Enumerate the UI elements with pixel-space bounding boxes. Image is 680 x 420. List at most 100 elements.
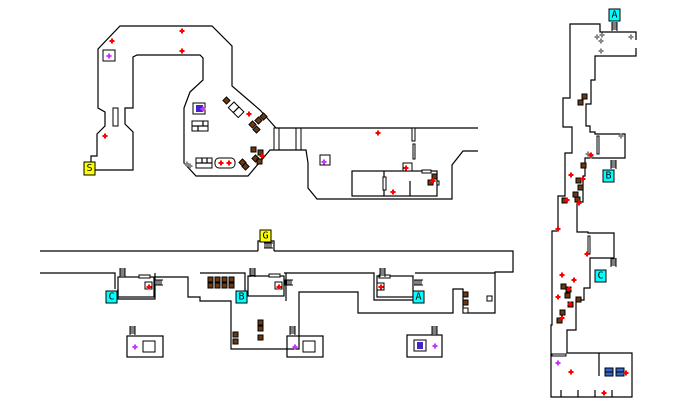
item-marker-icon[interactable] <box>200 106 206 112</box>
door[interactable] <box>436 180 440 186</box>
stairs-b-bottom-marker[interactable]: B <box>235 290 248 304</box>
item-marker-icon[interactable] <box>432 343 438 349</box>
door[interactable] <box>295 127 302 151</box>
enemy-marker-icon[interactable] <box>430 178 436 184</box>
ladder-icon[interactable] <box>249 268 256 277</box>
enemy-marker-icon[interactable] <box>403 165 409 171</box>
start-marker[interactable]: S <box>83 161 96 176</box>
enemy-marker-icon[interactable] <box>576 200 582 206</box>
item-box <box>486 295 493 302</box>
item-box <box>462 307 469 314</box>
ladder-icon[interactable] <box>414 279 423 286</box>
door[interactable] <box>268 273 281 278</box>
enemy-marker-icon[interactable] <box>390 189 396 195</box>
defeated-marker-icon[interactable] <box>598 48 604 54</box>
item-marker-icon[interactable] <box>132 344 138 350</box>
save-point-icon[interactable] <box>196 105 203 112</box>
enemy-marker-icon[interactable] <box>179 28 185 34</box>
crate-icon <box>214 276 221 283</box>
ladder-icon[interactable] <box>610 160 617 169</box>
enemy-marker-icon[interactable] <box>179 48 185 54</box>
goal-marker-label: G <box>262 231 268 242</box>
door[interactable] <box>421 169 432 174</box>
ladder-icon[interactable] <box>610 258 617 267</box>
ladder-icon[interactable] <box>611 22 618 31</box>
defeated-marker-icon[interactable] <box>594 34 600 40</box>
stairs-a-top-label: A <box>611 10 617 21</box>
enemy-marker-icon[interactable] <box>564 197 570 203</box>
crate-icon <box>252 125 261 134</box>
door[interactable] <box>587 235 591 255</box>
stairs-c-bottom-bg <box>105 290 118 304</box>
item-marker-icon[interactable] <box>555 360 561 366</box>
enemy-marker-icon[interactable] <box>568 369 574 375</box>
crate-icon <box>250 146 257 153</box>
enemy-marker-icon[interactable] <box>601 390 607 396</box>
door[interactable] <box>382 176 387 191</box>
crate-icon <box>222 96 231 105</box>
defeated-marker-icon[interactable] <box>598 38 604 44</box>
enemy-marker-icon[interactable] <box>218 160 224 166</box>
stairs-a-bottom-marker[interactable]: A <box>412 290 425 304</box>
enemy-marker-icon[interactable] <box>146 284 152 290</box>
enemy-marker-icon[interactable] <box>259 153 265 159</box>
enemy-marker-icon[interactable] <box>559 272 565 278</box>
ladder-icon[interactable] <box>129 326 136 335</box>
defeated-marker-icon[interactable] <box>599 32 605 38</box>
crate-icon <box>254 116 263 125</box>
item-marker-icon[interactable] <box>292 344 298 350</box>
item-marker-icon[interactable] <box>321 159 327 165</box>
ladder-icon[interactable] <box>119 268 126 277</box>
ladder-icon[interactable] <box>289 326 296 335</box>
enemy-marker-icon[interactable] <box>567 301 573 307</box>
door[interactable] <box>596 135 600 155</box>
item-marker-icon[interactable] <box>106 53 112 59</box>
door[interactable] <box>551 353 567 357</box>
defeated-marker-icon[interactable] <box>585 151 591 157</box>
room <box>126 335 164 358</box>
stairs-b-right-label: B <box>605 171 611 182</box>
wall <box>300 149 478 200</box>
enemy-marker-icon[interactable] <box>571 277 577 283</box>
enemy-marker-icon[interactable] <box>375 130 381 136</box>
enemy-marker-icon[interactable] <box>559 315 565 321</box>
stairs-c-bottom-marker[interactable]: C <box>105 290 118 304</box>
computer[interactable] <box>604 367 614 377</box>
ladder-icon[interactable] <box>264 242 273 249</box>
goal-marker[interactable]: G <box>259 229 272 243</box>
enemy-marker-icon[interactable] <box>109 38 115 44</box>
door[interactable] <box>412 143 416 160</box>
defeated-marker-icon[interactable] <box>184 161 190 167</box>
enemy-marker-icon[interactable] <box>226 160 232 166</box>
door[interactable] <box>411 127 416 142</box>
defeated-marker-icon[interactable] <box>618 133 624 139</box>
enemy-marker-icon[interactable] <box>102 133 108 139</box>
defeated-marker-icon[interactable] <box>628 34 634 40</box>
enemy-marker-icon[interactable] <box>568 172 574 178</box>
computer[interactable] <box>615 367 625 377</box>
save-point-icon[interactable] <box>417 342 423 349</box>
enemy-marker-icon[interactable] <box>555 226 561 232</box>
enemy-marker-icon[interactable] <box>566 286 572 292</box>
crate-icon <box>256 158 263 165</box>
stairs-c-right-marker[interactable]: C <box>594 269 607 283</box>
defeated-marker-icon[interactable] <box>187 163 193 169</box>
door[interactable] <box>273 127 280 151</box>
enemy-marker-icon[interactable] <box>588 152 594 158</box>
door[interactable] <box>138 274 151 279</box>
enemy-marker-icon[interactable] <box>580 176 586 182</box>
stairs-a-top-marker[interactable]: A <box>608 8 621 22</box>
crate-icon <box>257 325 264 332</box>
enemy-marker-icon[interactable] <box>584 251 590 257</box>
enemy-marker-icon[interactable] <box>276 284 282 290</box>
ladder-icon[interactable] <box>284 279 293 286</box>
stairs-b-right-marker[interactable]: B <box>602 169 615 183</box>
enemy-marker-icon[interactable] <box>623 370 629 376</box>
ladder-icon[interactable] <box>431 326 438 335</box>
enemy-marker-icon[interactable] <box>246 111 252 117</box>
ladder-icon[interactable] <box>379 268 386 277</box>
enemy-marker-icon[interactable] <box>555 294 561 300</box>
enemy-marker-icon[interactable] <box>378 284 384 290</box>
ladder-icon[interactable] <box>154 279 163 286</box>
